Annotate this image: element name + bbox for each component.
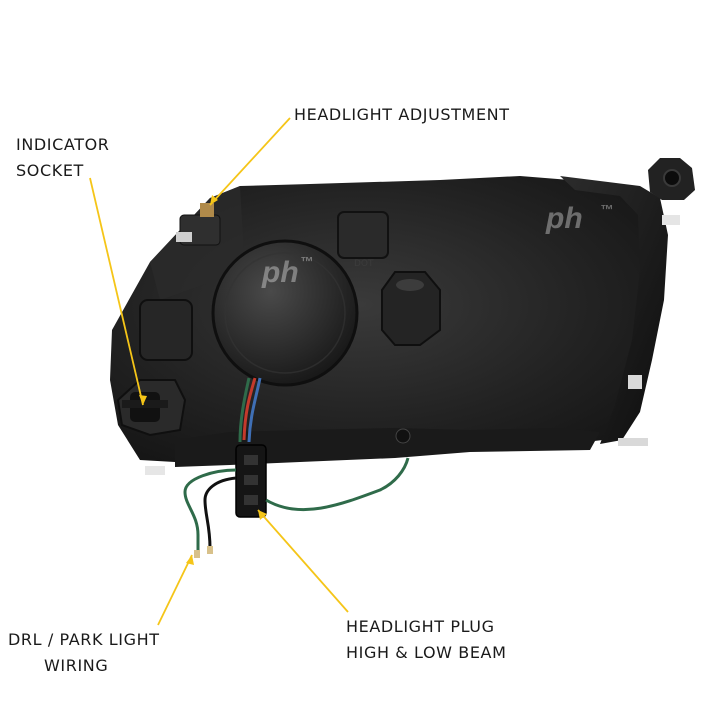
watermark-2: ph ™ <box>545 202 613 235</box>
callout-text-line-2: HIGH & LOW BEAM <box>346 643 507 662</box>
callout-drl-park-wiring: DRL / PARK LIGHT WIRING <box>8 627 160 679</box>
bulb-cap <box>211 239 359 387</box>
callout-lines <box>89 117 349 626</box>
clip <box>662 215 680 225</box>
callout-text-line-2: WIRING <box>44 656 109 675</box>
housing-marking: DOT <box>354 259 374 269</box>
svg-text:ph: ph <box>261 256 299 289</box>
callout-text-line-1: INDICATOR <box>16 135 110 154</box>
callout-headlight-plug: HEADLIGHT PLUG HIGH & LOW BEAM <box>346 614 507 666</box>
callout-text-line-1: HEADLIGHT PLUG <box>346 617 495 636</box>
callout-text-line-1: DRL / PARK LIGHT <box>8 630 160 649</box>
svg-text:™: ™ <box>300 254 313 269</box>
clip <box>618 438 648 446</box>
callout-text: HEADLIGHT ADJUSTMENT <box>294 105 510 124</box>
callout-indicator-socket: INDICATOR SOCKET <box>16 132 110 184</box>
indicator-socket <box>116 299 193 437</box>
svg-text:™: ™ <box>600 202 613 217</box>
headlight-plug <box>235 444 267 518</box>
watermark-1: ph ™ <box>261 254 313 289</box>
headlight-adjuster <box>176 203 221 246</box>
callout-text-line-2: SOCKET <box>16 161 84 180</box>
svg-text:ph: ph <box>545 202 583 235</box>
callout-headlight-adjustment: HEADLIGHT ADJUSTMENT <box>294 102 510 128</box>
clip <box>628 375 642 389</box>
